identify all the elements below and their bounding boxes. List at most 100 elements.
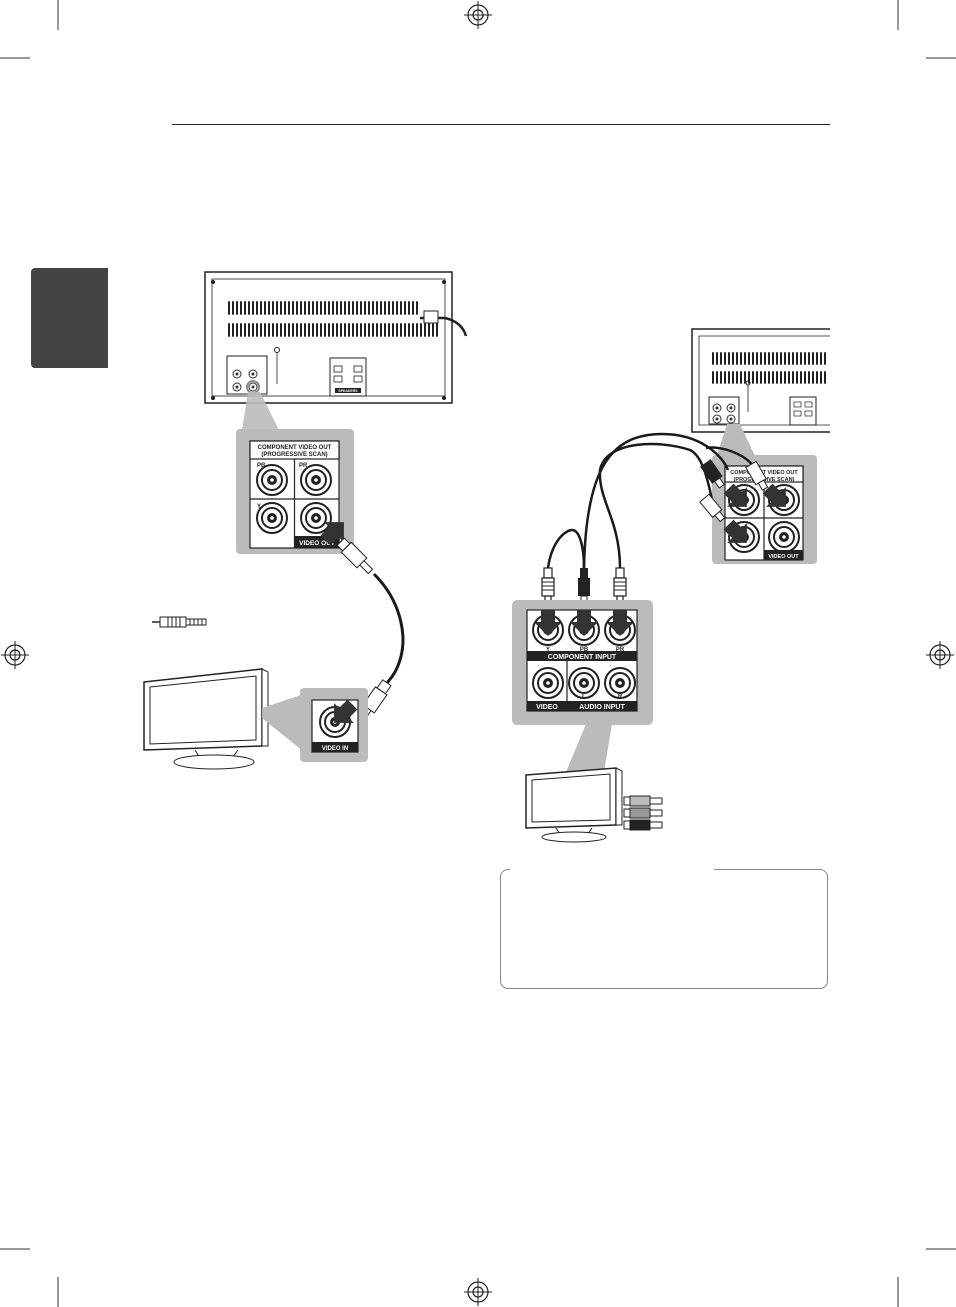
vent-slot	[288, 323, 290, 337]
vent-slot	[716, 371, 718, 384]
left-unit-rear: SPEAKERS	[204, 271, 468, 404]
vent-slot	[300, 323, 302, 337]
note-box	[500, 869, 828, 989]
svg-text:PR: PR	[616, 647, 625, 653]
vent-slot	[304, 301, 306, 315]
vent-slot	[800, 352, 802, 365]
vent-slot	[748, 352, 750, 365]
vent-slot	[732, 352, 734, 365]
vent-slot	[808, 352, 810, 365]
vent-slot	[276, 301, 278, 315]
vent-slot	[232, 301, 234, 315]
vent-slot	[772, 371, 774, 384]
vent-slot	[716, 352, 718, 365]
svg-text:SPEAKERS: SPEAKERS	[338, 389, 358, 393]
vent-slot	[280, 301, 282, 315]
vent-slot	[232, 323, 234, 337]
svg-text:PR: PR	[299, 463, 308, 469]
vent-slot	[376, 323, 378, 337]
vent-slot	[240, 323, 242, 337]
registration-mark-left	[1, 641, 29, 669]
jack-video-out	[300, 502, 332, 534]
vent-slot	[792, 352, 794, 365]
svg-text:R: R	[618, 694, 623, 700]
vent-slot	[816, 371, 818, 384]
vent-slot	[384, 301, 386, 315]
vent-slot	[400, 301, 402, 315]
vent-slot	[268, 301, 270, 315]
vent-slot	[396, 301, 398, 315]
vent-slot	[360, 323, 362, 337]
vent-slot	[324, 323, 326, 337]
vent-slot	[420, 323, 422, 337]
vent-slot	[248, 301, 250, 315]
vent-slot	[364, 301, 366, 315]
vent-slot	[756, 352, 758, 365]
left-video-cable	[336, 537, 405, 720]
vent-slot	[388, 323, 390, 337]
chapter-tab	[31, 268, 108, 368]
left-panel-title: COMPONENT VIDEO OUT	[258, 445, 332, 451]
vent-slot	[392, 301, 394, 315]
vent-slot	[824, 352, 826, 365]
vent-slot	[784, 352, 786, 365]
vent-slot	[776, 371, 778, 384]
vent-slot	[240, 301, 242, 315]
jack-pr	[300, 464, 332, 496]
vent-slot	[320, 323, 322, 337]
vent-slot	[404, 323, 406, 337]
vent-slot	[404, 301, 406, 315]
vent-slot	[744, 371, 746, 384]
vent-slot	[424, 323, 426, 337]
vent-slot	[380, 301, 382, 315]
vent-slot	[764, 352, 766, 365]
video-out-label: VIDEO OUT	[299, 540, 335, 547]
vent-slot	[368, 301, 370, 315]
vent-slot	[260, 301, 262, 315]
vent-slot	[272, 323, 274, 337]
tv2-callout-wedge	[566, 724, 612, 772]
vent-slot	[380, 323, 382, 337]
video-in-label: VIDEO IN	[322, 746, 348, 752]
vent-slot	[228, 301, 230, 315]
vent-slot	[744, 352, 746, 365]
vent-slot	[340, 323, 342, 337]
vent-slot	[736, 371, 738, 384]
vent-slot	[724, 371, 726, 384]
vent-slot	[316, 301, 318, 315]
vent-slot	[408, 323, 410, 337]
vent-slot	[376, 301, 378, 315]
vent-slot	[348, 323, 350, 337]
vent-slot	[728, 371, 730, 384]
vent-slot	[244, 323, 246, 337]
vent-slot	[720, 352, 722, 365]
vent-slot	[412, 301, 414, 315]
vent-slot	[308, 323, 310, 337]
vent-slot	[760, 371, 762, 384]
vent-slot	[300, 301, 302, 315]
left-tv	[143, 668, 269, 770]
vent-slot	[712, 371, 714, 384]
right-unit-panel: COMPONENT VIDEO OUT (PROGRESSIVE SCAN) V…	[712, 455, 817, 564]
vent-slot	[296, 301, 298, 315]
vent-slot	[800, 371, 802, 384]
vent-slot	[820, 352, 822, 365]
vent-slot	[796, 371, 798, 384]
vent-slot	[336, 301, 338, 315]
vent-slot	[396, 323, 398, 337]
vent-slot	[720, 371, 722, 384]
right-video-out-label: VIDEO OUT	[768, 554, 799, 560]
vent-slot	[284, 301, 286, 315]
vent-slot	[292, 301, 294, 315]
vent-slot	[416, 301, 418, 315]
left-unit-panel: COMPONENT VIDEO OUT (PROGRESSIVE SCAN) P…	[236, 429, 354, 554]
vent-slot	[812, 352, 814, 365]
left-panel-subtitle: (PROGRESSIVE SCAN)	[261, 452, 327, 458]
vent-slot	[732, 371, 734, 384]
vent-slot	[332, 301, 334, 315]
registration-mark-top	[464, 1, 492, 29]
vent-slot	[812, 371, 814, 384]
vent-slot	[780, 352, 782, 365]
